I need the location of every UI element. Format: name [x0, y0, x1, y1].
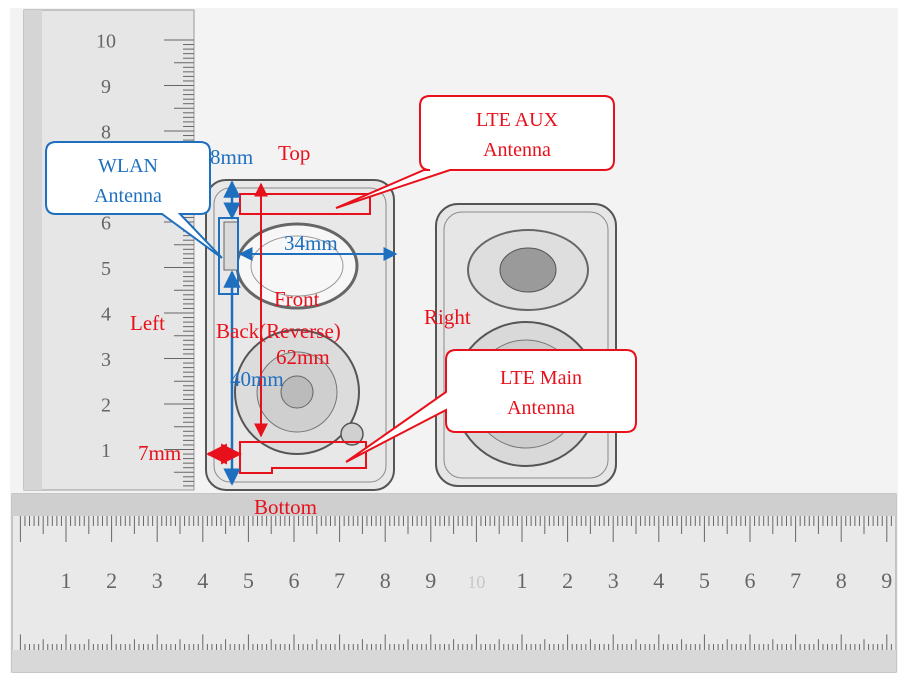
horizontal-ruler-number: 4 [653, 568, 664, 593]
label-34mm: 34mm [284, 231, 338, 255]
horizontal-ruler-number: 3 [608, 568, 619, 593]
horizontal-ruler-number: 5 [699, 568, 710, 593]
horizontal-ruler-number: 4 [197, 568, 208, 593]
horizontal-ruler-number: 6 [745, 568, 756, 593]
horizontal-ruler-number: 1 [517, 568, 528, 593]
horizontal-ruler-number: 8 [836, 568, 847, 593]
lte-aux-callout-line2: Antenna [483, 139, 551, 161]
horizontal-ruler-number: 8 [380, 568, 391, 593]
vertical-ruler-number: 1 [101, 440, 111, 462]
lte-aux-callout-line1: LTE AUX [476, 109, 559, 131]
lte-main-callout-line2: Antenna [507, 397, 575, 419]
horizontal-ruler-number: 7 [334, 568, 345, 593]
vertical-ruler-number: 9 [101, 76, 111, 98]
label-7mm: 7mm [138, 441, 181, 465]
horizontal-ruler-number: 10 [467, 572, 485, 592]
wlan-callout-line2: Antenna [94, 185, 162, 207]
vertical-ruler-number: 5 [101, 258, 111, 280]
horizontal-ruler-number: 5 [243, 568, 254, 593]
device-back-view [436, 204, 616, 486]
horizontal-ruler-number: 6 [289, 568, 300, 593]
label-62mm: 62mm [276, 345, 330, 369]
lte-main-callout-line1: LTE Main [500, 367, 582, 389]
wlan-callout-line1: WLAN [98, 155, 158, 177]
label-40mm: 40mm [230, 367, 284, 391]
label-top: Top [278, 141, 310, 165]
vertical-ruler-number: 2 [101, 395, 111, 417]
vertical-ruler-number: 6 [101, 213, 111, 235]
horizontal-ruler-number: 7 [790, 568, 801, 593]
horizontal-ruler: 123456789101234567892 [12, 494, 905, 672]
horizontal-ruler-number: 1 [61, 568, 72, 593]
horizontal-ruler-number: 3 [152, 568, 163, 593]
horizontal-ruler-number: 2 [106, 568, 117, 593]
vertical-ruler-number: 3 [101, 349, 111, 371]
label-bottom: Bottom [254, 495, 317, 519]
vertical-ruler-number: 8 [101, 122, 111, 144]
label-back: Back(Reverse) [216, 319, 341, 343]
label-8mm: 8mm [210, 145, 253, 169]
vertical-ruler-number: 10 [96, 31, 116, 53]
label-left: Left [130, 311, 165, 335]
horizontal-ruler-number: 2 [562, 568, 573, 593]
horizontal-ruler-number: 9 [425, 568, 436, 593]
horizontal-ruler-number: 9 [881, 568, 892, 593]
label-front: Front [274, 287, 320, 311]
label-right: Right [424, 305, 471, 329]
vertical-ruler-number: 4 [101, 304, 111, 326]
